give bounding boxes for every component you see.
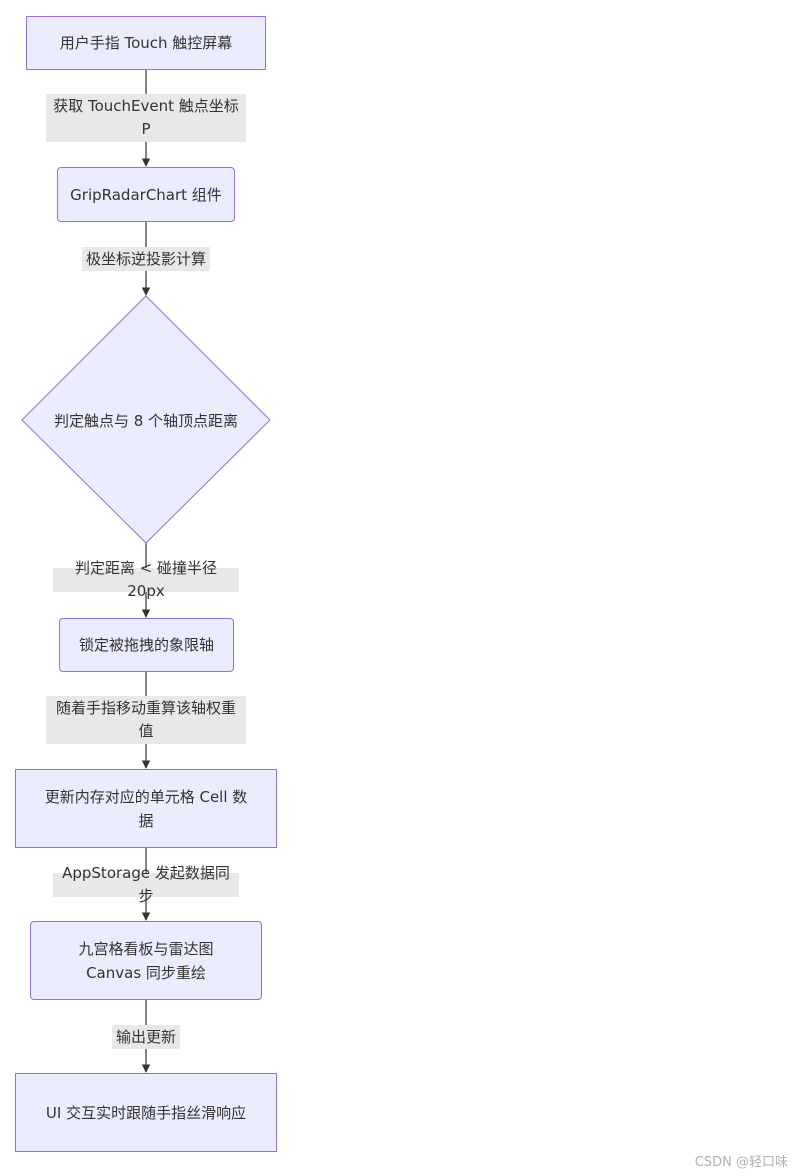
- edge-label-output-update: 输出更新: [112, 1025, 180, 1049]
- edge-label-touch-event: 获取 TouchEvent 触点坐标 P: [46, 94, 246, 142]
- edge-label-collision-radius: 判定距离 < 碰撞半径 20px: [53, 559, 239, 600]
- node-update-cell: 更新内存对应的单元格 Cell 数据: [15, 769, 277, 848]
- watermark: CSDN @轻口味: [694, 1155, 788, 1170]
- node-ui-response: UI 交互实时跟随手指丝滑响应: [15, 1073, 277, 1152]
- node-redraw-canvas: 九宫格看板与雷达图 Canvas 同步重绘: [30, 921, 262, 1000]
- node-touch-screen: 用户手指 Touch 触控屏幕: [26, 16, 266, 70]
- node-decision-distance: 判定触点与 8 个轴顶点距离: [53, 411, 239, 430]
- edge-label-recalc-weight: 随着手指移动重算该轴权重值: [46, 696, 246, 744]
- node-lock-axis: 锁定被拖拽的象限轴: [59, 618, 234, 672]
- decision-diamond: [21, 295, 271, 544]
- node-grip-radar-chart: GripRadarChart 组件: [57, 167, 235, 222]
- edge-label-polar-projection: 极坐标逆投影计算: [82, 247, 210, 271]
- edge-label-appstorage-sync: AppStorage 发起数据同步: [53, 864, 239, 905]
